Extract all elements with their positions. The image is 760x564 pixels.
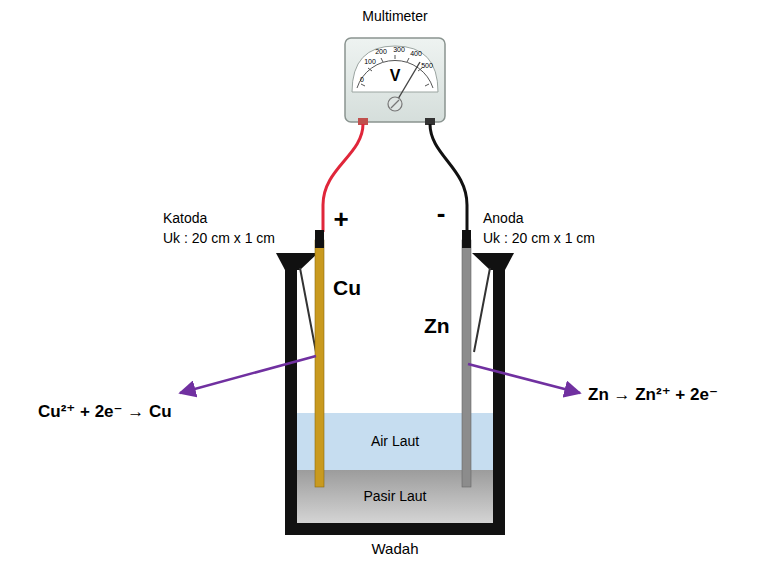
meter-title: Multimeter bbox=[362, 8, 427, 24]
polarity-sign: + bbox=[333, 205, 348, 235]
electrode-cap bbox=[315, 230, 324, 248]
dimension: Uk : 20 cm x 1 cm bbox=[163, 230, 275, 246]
container-label: Wadah bbox=[372, 540, 419, 557]
electrode-name: Anoda bbox=[483, 210, 523, 226]
element-symbol: Cu bbox=[333, 276, 361, 300]
leader-arrow bbox=[180, 356, 316, 393]
unit-symbol: V bbox=[390, 67, 401, 85]
polarity-sign: - bbox=[437, 199, 446, 229]
water-band: Air Laut bbox=[297, 413, 493, 470]
black-wire bbox=[430, 124, 467, 232]
half-reaction: Cu²⁺ + 2e⁻ → Cu bbox=[38, 402, 172, 422]
container-box: Wadah Air LautPasir Laut bbox=[285, 253, 505, 558]
electrode-holder bbox=[300, 268, 490, 352]
half-reaction: Zn → Zn²⁺ + 2e⁻ bbox=[588, 385, 718, 405]
band-label: Pasir Laut bbox=[363, 488, 426, 504]
scale-number: 0 bbox=[360, 76, 364, 84]
copper-electrode bbox=[315, 240, 324, 487]
container bbox=[276, 253, 514, 535]
leader-arrow bbox=[468, 364, 580, 393]
sand-band: Pasir Laut bbox=[297, 470, 493, 523]
element-symbol: Zn bbox=[424, 314, 450, 338]
scale-number: 300 bbox=[393, 46, 405, 54]
multimeter-box: MultimeterV bbox=[335, 4, 455, 128]
scale-number: 500 bbox=[421, 62, 433, 70]
electrode-cap bbox=[462, 230, 471, 248]
scale-number: 200 bbox=[375, 48, 387, 56]
electrode-name: Katoda bbox=[163, 210, 207, 226]
multimeter bbox=[345, 38, 445, 125]
dimension: Uk : 20 cm x 1 cm bbox=[483, 230, 595, 246]
band-label: Air Laut bbox=[371, 433, 419, 449]
scale-number: 400 bbox=[410, 50, 422, 58]
scale-number: 100 bbox=[364, 58, 376, 66]
